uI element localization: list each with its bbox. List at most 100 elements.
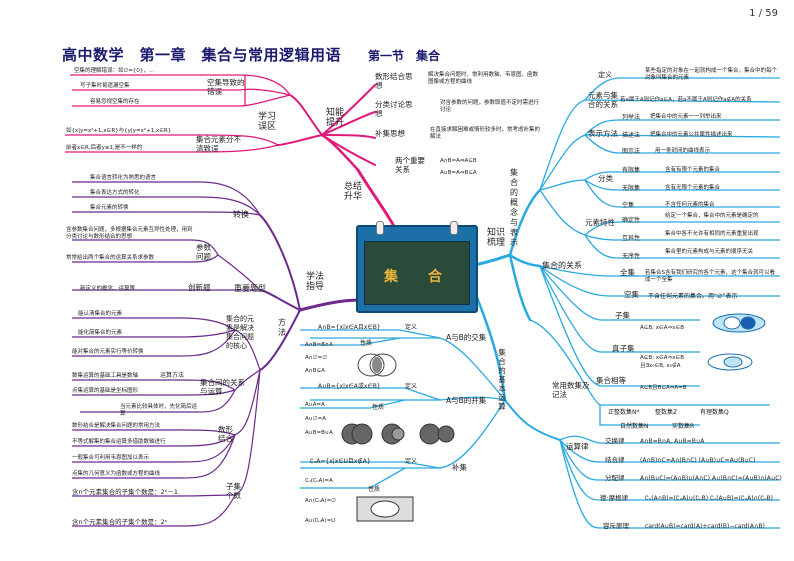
concept-label: 集合的概念与表示 [510, 168, 518, 247]
law-item-note: A∩(B∪C)=(A∩B)∪(A∩C) A∪(B∩C)=(A∪B)∩(A∪C) [640, 475, 782, 482]
texing-item-label: 互异性 [622, 235, 641, 242]
texing-item-label: 确定性 [622, 217, 641, 224]
xuexi-item-label: 集合元素分不清致误 [196, 135, 241, 153]
law-item-note: card(A∪B)=card(A)+card(B)−card(A∩B) [645, 523, 765, 530]
xuexi-label: 学习误区 [257, 112, 276, 132]
texing-label: 元素特性 [585, 218, 615, 227]
binder-ring [450, 221, 458, 235]
union-venn-icon [341, 423, 455, 445]
zhineng-item-desc: A∩B=A⇔A⊆B [440, 158, 477, 164]
bu-prop: ∁ᵤ(∁ᵤA)=A [305, 478, 333, 484]
quanji-label: 全集 [620, 268, 635, 277]
chalkboard: 集 合 [364, 241, 470, 305]
bu-prop: A∩(∁ᵤA)=∅ [305, 498, 336, 504]
binder-ring [376, 221, 384, 235]
yuansu-item-note: 若a属于A则记作a∈A，若a不属于A则记作a∉A的关系 [620, 97, 752, 103]
zhineng-item-desc: 在直接求解困难或情形较多时，常考虑补集的解法 [430, 127, 541, 140]
jiao-deflabel: 定义 [405, 324, 418, 331]
jiao-prop: A∩∅=∅ [305, 355, 327, 361]
biaoshi-item-label: 描述法 [622, 132, 641, 139]
ziji-rel-note: A⊆B; x∈A⇒x∈B [640, 325, 684, 331]
symbol-item: 实数集R [672, 423, 695, 430]
zhuanhuan-note: 集合元素的转换 [90, 205, 129, 211]
texing-item-note: 集合中各不允许有相同的元素重复出现 [665, 231, 759, 237]
operations-label: 集合的基本运算 [498, 348, 506, 411]
jiao-prop-label: 性质 [360, 340, 373, 347]
texing-item-note: 给定一个集合，集合中的元素是确定的 [665, 213, 759, 219]
zhineng-item-label: 分类讨论思想 [375, 100, 413, 118]
ziji-note: 含n个元素集合的子集个数是：2ⁿ－1 [72, 488, 178, 496]
proper-subset-venn-icon [707, 353, 753, 371]
zhenziji-note: A⊊B; x∈A⇒x∈B [640, 355, 684, 361]
section-subtitle: 第一节 集合 [368, 49, 441, 63]
hexin-note: 能对集合的元素实行等价转换 [72, 349, 144, 355]
jiao-def: A∩B={x|x∈A且x∈B} [318, 324, 381, 331]
shuxing-label: 数形结合 [218, 425, 233, 443]
law-item-label: 分配律 [605, 474, 625, 482]
complement-venn-icon [356, 496, 414, 522]
xuexi-note: 写子集时易遗漏空集 [80, 83, 130, 89]
summary-branch-label: 总结升华 [343, 182, 362, 202]
ziji-rel-label: 子集 [615, 311, 630, 320]
symbol-item: 正整数集N* [608, 409, 640, 416]
subset-venn-icon [712, 313, 766, 333]
hexin-note: 能认清集合的元素 [78, 311, 123, 317]
jiao-label: A与B的交集 [446, 333, 487, 342]
kongji-label: 空集 [624, 290, 639, 299]
jiao-prop: A∩B⊆A [305, 368, 325, 374]
zhineng-item-desc: 对含参数的问题，参数取值不定时需进行讨论 [440, 100, 540, 113]
yuansu-label: 元素与集合的关系 [588, 91, 618, 109]
guanxi-note: 数集运算的基础工具是数轴 [72, 373, 139, 379]
biaoshi-label: 表示方法 [588, 129, 618, 138]
xuexi-note: 如{x|y=x²+1,x∈R}与{y|y=x²+1,x∈R} [66, 128, 172, 134]
biaoshi-item-label: 列举法 [622, 114, 641, 121]
laws-label: 运算律 [566, 442, 589, 451]
hexin-note: 能化简集合的元素 [78, 330, 123, 336]
jiao-prop: A∩B=B∩A [305, 342, 333, 348]
symbol-item: 自然数集N [620, 423, 649, 430]
law-item-note: ∁ᵤ(A∩B)=(∁ᵤA)∪(∁ᵤB) ∁ᵤ(A∪B)=(∁ᵤA)∩(∁ᵤB) [645, 495, 773, 502]
guanxi-note: 点集运算的基础是坐标图形 [72, 388, 139, 394]
chuangxin-label: 创新题 [188, 283, 211, 292]
guanxi-note: 当元素比较具体时，先化简后运算 [120, 404, 198, 417]
fenlei-item-label: 空集 [622, 202, 635, 209]
zhuanhuan-note: 集合表达方式的转化 [90, 190, 140, 196]
law-item-label: 结合律 [605, 456, 625, 464]
symbols-label: 常用数集及记法 [552, 381, 590, 399]
law-item-note: (A∩B)∩C=A∩(B∩C) (A∪B)∪C=A∪(B∪C) [640, 457, 756, 464]
texing-item-note: 集合里的元素构成与元素的顺序无关 [665, 249, 754, 255]
bu-prop-label: 性质 [368, 486, 381, 493]
fenlei-item-note: 含有有限个元素的集合 [665, 167, 721, 173]
zhenziji-note: 且∃x₀∈B, x₀∉A [640, 363, 681, 369]
zhineng-item-label: 数形结合思想 [375, 72, 413, 90]
page-title: 高中数学 第一章 集合与常用逻辑用语 [62, 46, 342, 64]
tixing-label: 重要题型 [234, 284, 266, 293]
fangfa-label: 方法 [278, 318, 286, 337]
bu-prop: A∪(∁ᵤA)=U [305, 518, 336, 524]
zhineng-item-label: 补集思想 [375, 129, 405, 138]
relation-label: 集合的关系 [542, 261, 582, 270]
xiangdeng-label: 集合相等 [596, 376, 626, 385]
zhuanhuan-note: 集合语言转化为熟悉的语言 [90, 175, 157, 181]
fenlei-label: 分类 [598, 174, 613, 183]
bing-deflabel: 定义 [405, 383, 418, 390]
law-item-label: 交换律 [605, 437, 625, 445]
law-item-label: 德·摩根律 [600, 494, 629, 502]
method-branch-label: 学法指导 [305, 272, 324, 292]
bing-prop: A∪A=A [305, 402, 325, 408]
zhuanhuan-label: 转换 [233, 210, 249, 219]
law-item-note: A∩B=B∩A, A∪B=B∪A [640, 438, 705, 445]
zhineng-label: 知能提升 [325, 108, 344, 128]
ziji-note: 含n个元素集合的子集个数是：2ⁿ [72, 518, 168, 526]
xiangdeng-note: A⊆B且B⊆A⇔A=B [640, 385, 687, 391]
hexin-label: 集合的元素是解决集合问题的核心 [226, 315, 254, 350]
xuexi-note: 空集的理解错误：如∅={0}，… [74, 68, 155, 74]
bu-label: 补集 [452, 463, 467, 472]
xuexi-item-label: 空集导致的错误 [207, 78, 245, 96]
fenlei-item-label: 有限集 [622, 167, 641, 174]
chuangxin-note: 新定义的概念、运算等 [80, 286, 136, 292]
xuexi-note: 容易忽视空集的存在 [90, 99, 140, 105]
bing-prop: A∪∅=A [305, 416, 326, 422]
shuxing-note: 不等式解集的集合运算多借助数轴进行 [72, 439, 166, 445]
